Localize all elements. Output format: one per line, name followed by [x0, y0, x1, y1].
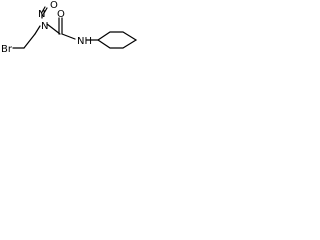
nitroso-oxygen-label: O: [50, 0, 58, 11]
cyclohexane-ring: [97, 31, 138, 49]
bond-ch2-ch2: [23, 33, 36, 49]
bond-n-c-carbonyl: [46, 23, 61, 35]
structural-formula: Br O N N O NH: [1, 0, 138, 55]
bond-c-nh: [61, 33, 76, 40]
bond-n-o-upper: [42, 7, 48, 15]
amide-hydrogen-nitrogen-label: NH: [77, 36, 92, 47]
nitroso-nitrogen-label: N: [38, 9, 45, 20]
amide-nitrogen-label: N: [41, 21, 48, 32]
carbonyl-oxygen-label: O: [57, 9, 65, 20]
bond-ch2-n: [34, 25, 41, 35]
bromine-label: Br: [1, 44, 13, 55]
bond-n-o-lower: [40, 6, 46, 14]
